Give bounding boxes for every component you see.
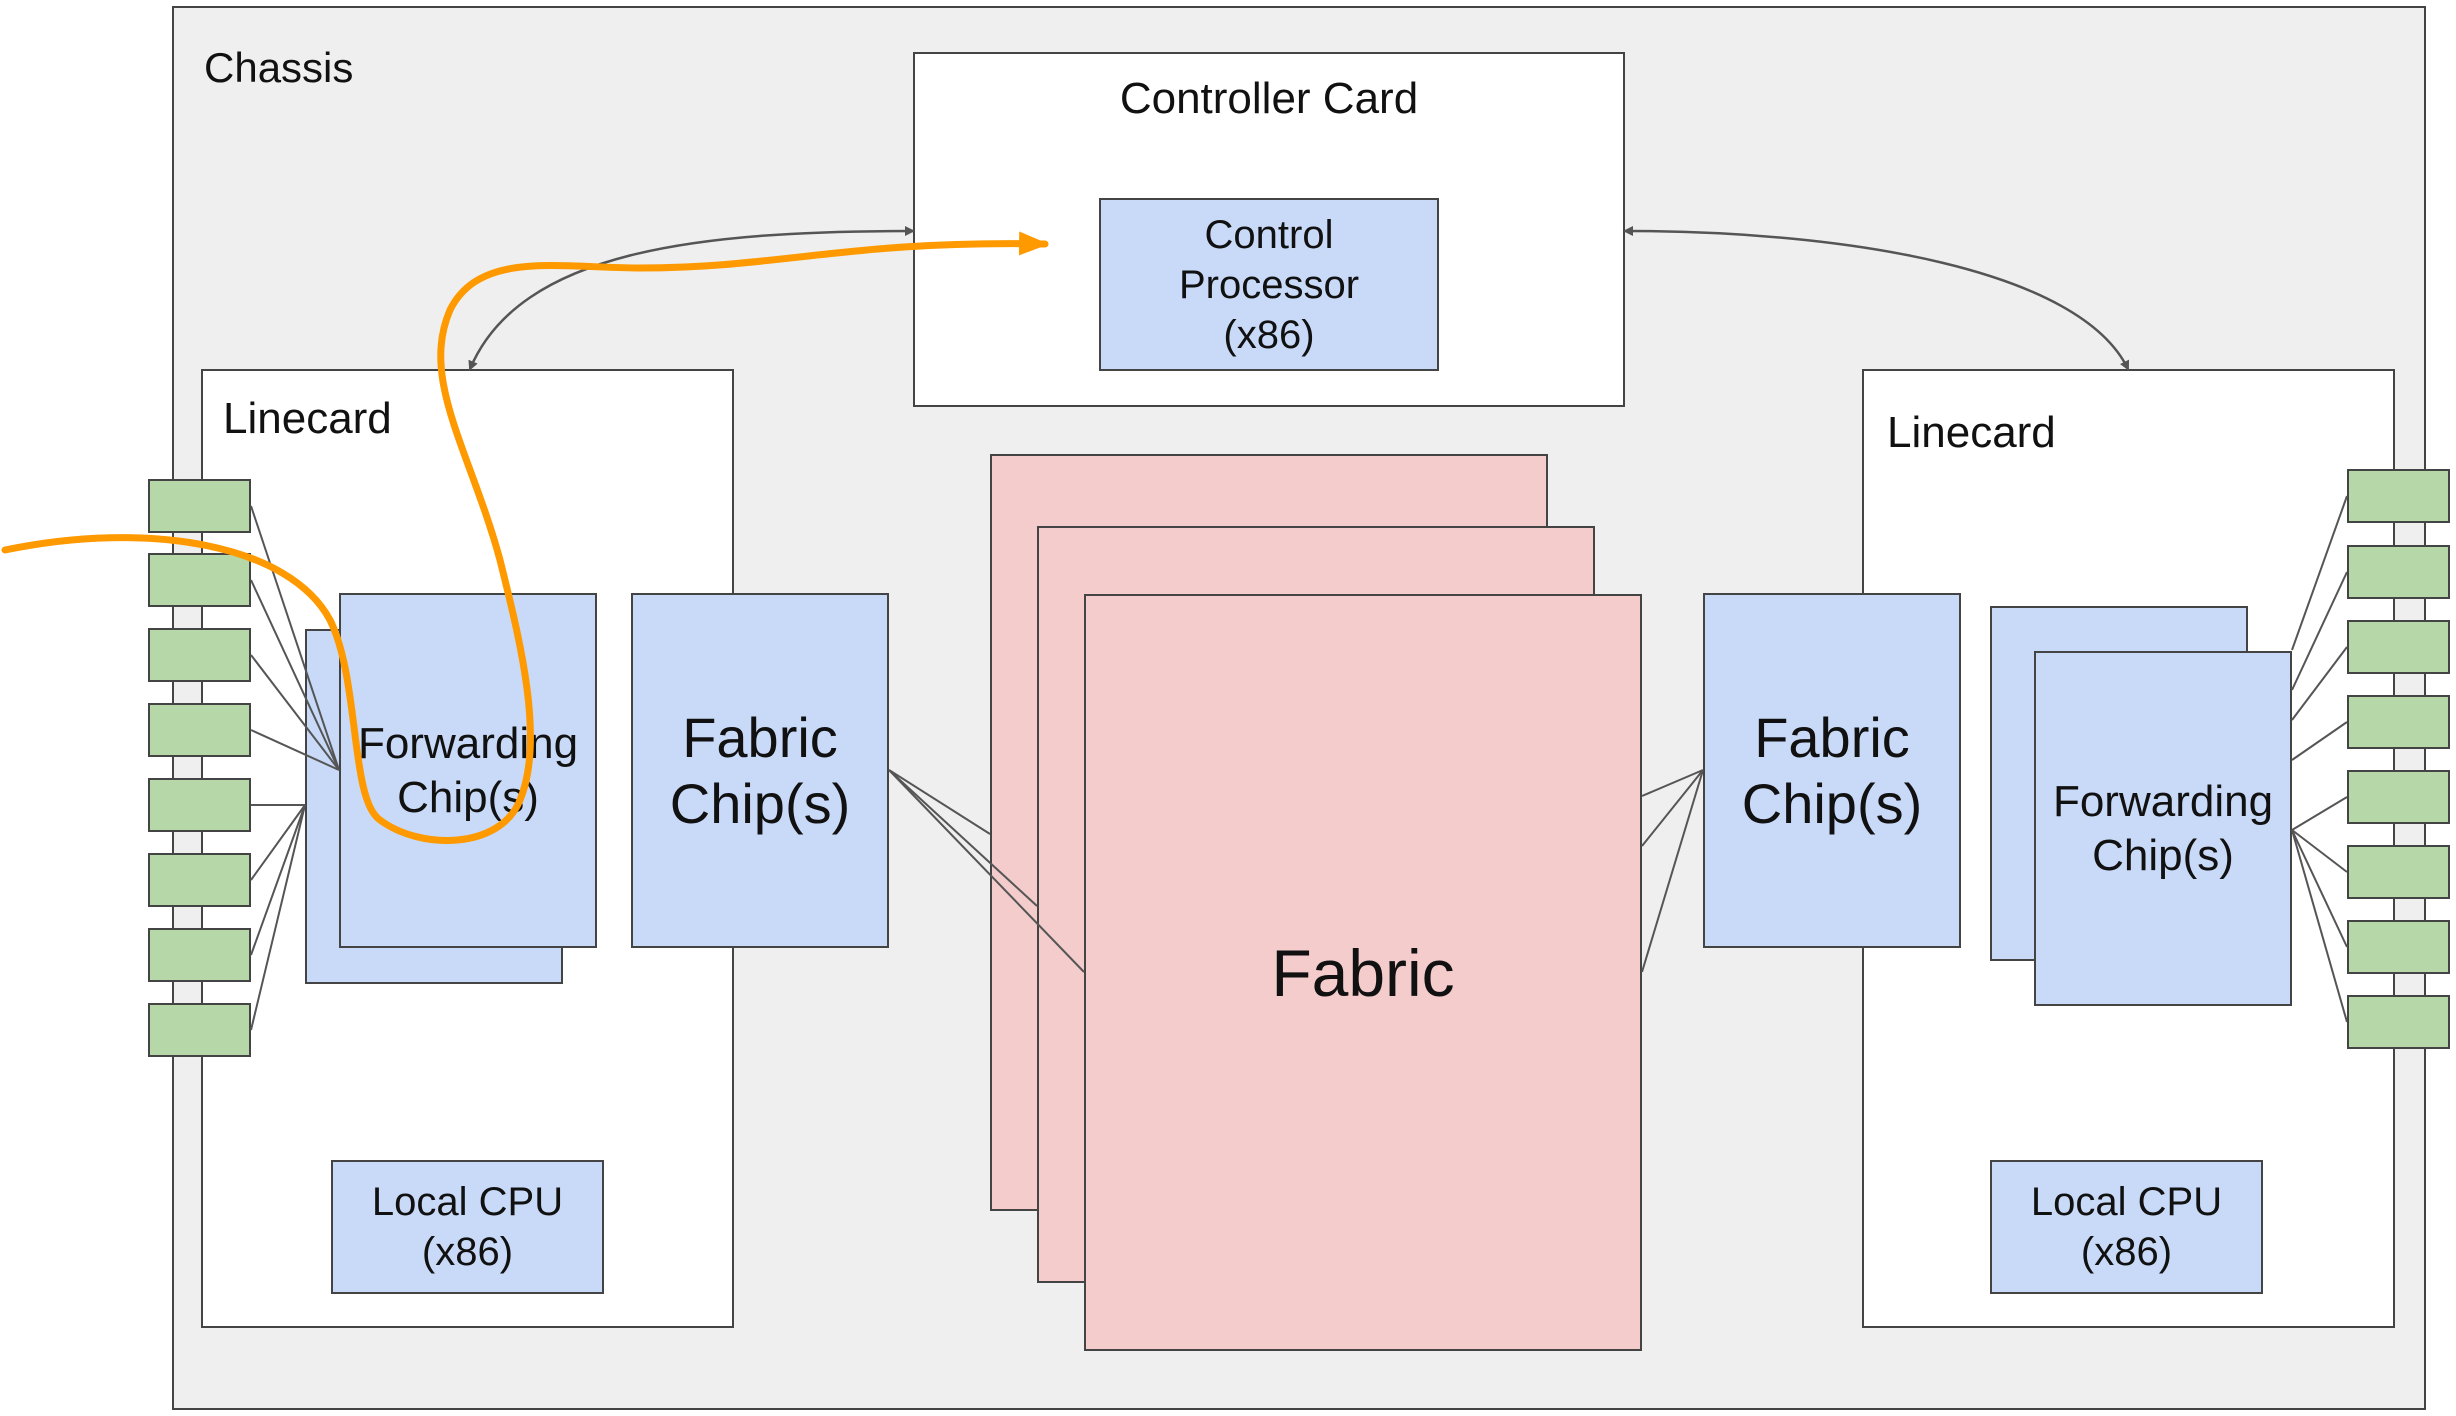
right-port: [2347, 620, 2450, 674]
right-port: [2347, 845, 2450, 899]
right-port: [2347, 695, 2450, 749]
right-fabric-chip: Fabric Chip(s): [1703, 593, 1961, 948]
left-linecard-label: Linecard: [223, 394, 392, 443]
right-port: [2347, 995, 2450, 1049]
left-port: [148, 703, 251, 757]
chassis-label: Chassis: [204, 44, 354, 91]
right-port: [2347, 545, 2450, 599]
left-port: [148, 1003, 251, 1057]
left-port: [148, 553, 251, 607]
left-fabric-chip: Fabric Chip(s): [631, 593, 889, 948]
left-port: [148, 853, 251, 907]
left-local-cpu: Local CPU (x86): [331, 1160, 604, 1294]
right-port: [2347, 770, 2450, 824]
left-port: [148, 928, 251, 982]
controller-card-label: Controller Card: [1119, 74, 1419, 123]
right-port: [2347, 920, 2450, 974]
left-port: [148, 778, 251, 832]
fabric-card-front: Fabric: [1084, 594, 1642, 1351]
right-linecard-label: Linecard: [1887, 408, 2056, 457]
right-local-cpu: Local CPU (x86): [1990, 1160, 2263, 1294]
right-forwarding-chip: Forwarding Chip(s): [2034, 651, 2292, 1006]
left-port: [148, 628, 251, 682]
left-forwarding-chip: Forwarding Chip(s): [339, 593, 597, 948]
right-port: [2347, 469, 2450, 523]
control-processor: Control Processor (x86): [1099, 198, 1439, 371]
left-port: [148, 479, 251, 533]
